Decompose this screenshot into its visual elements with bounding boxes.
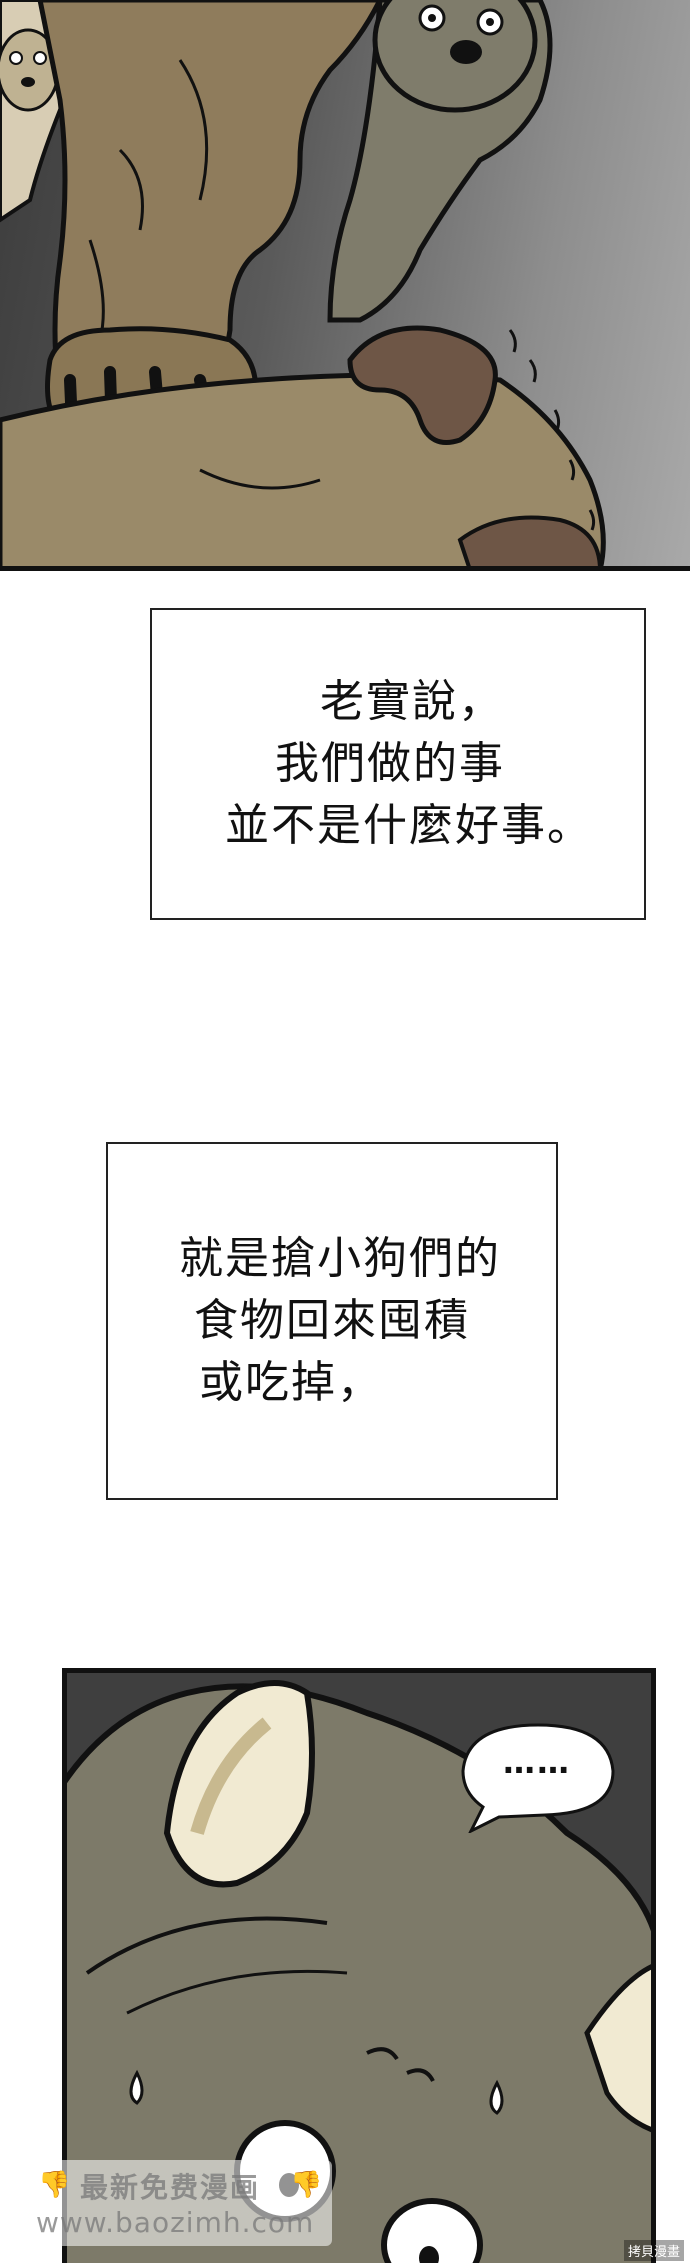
dog-ear-right <box>584 1964 651 2133</box>
top-panel-art <box>0 0 606 570</box>
narration-line: 就是搶小狗們的 <box>179 1233 501 1284</box>
site-watermark: 👎 最新免费漫画 👎 www.baozimh.com <box>22 2160 332 2246</box>
sweat-drop-icon <box>129 2069 144 2105</box>
panel-divider <box>0 566 690 571</box>
thumb-down-icon: 👎 <box>38 2170 71 2200</box>
bottom-panel-art <box>67 1680 651 2263</box>
narration-line: 食物回來囤積 <box>194 1295 470 1346</box>
speech-bubble-shape <box>461 1723 615 1835</box>
narration-line: 並不是什麼好事。 <box>225 800 593 851</box>
watermark-url: www.baozimh.com <box>36 2206 315 2239</box>
top-panel <box>0 0 690 570</box>
narration-line: 我們做的事 <box>275 738 505 789</box>
speech-bubble: …… <box>459 1721 617 1835</box>
brown-ear-icon <box>347 325 498 445</box>
narration-line: 老實說， <box>320 676 504 727</box>
narration-box-2: 就是搶小狗們的 食物回來囤積 或吃掉， <box>106 1142 558 1500</box>
sweat-mark-icon <box>508 329 517 353</box>
watermark-title: 最新免费漫画 <box>80 2171 261 2204</box>
corner-watermark: 拷貝漫畫 <box>623 2240 684 2261</box>
brown-ear-2 <box>457 515 603 570</box>
tan-dog-body <box>37 0 383 403</box>
right-eye-icon <box>381 2198 483 2263</box>
thumb-down-icon: 👎 <box>290 2170 323 2200</box>
narration-line: 或吃掉， <box>199 1357 383 1408</box>
narration-box-1: 老實說， 我們做的事 並不是什麼好事。 <box>150 608 646 920</box>
speech-bubble-text: …… <box>503 1743 571 1781</box>
